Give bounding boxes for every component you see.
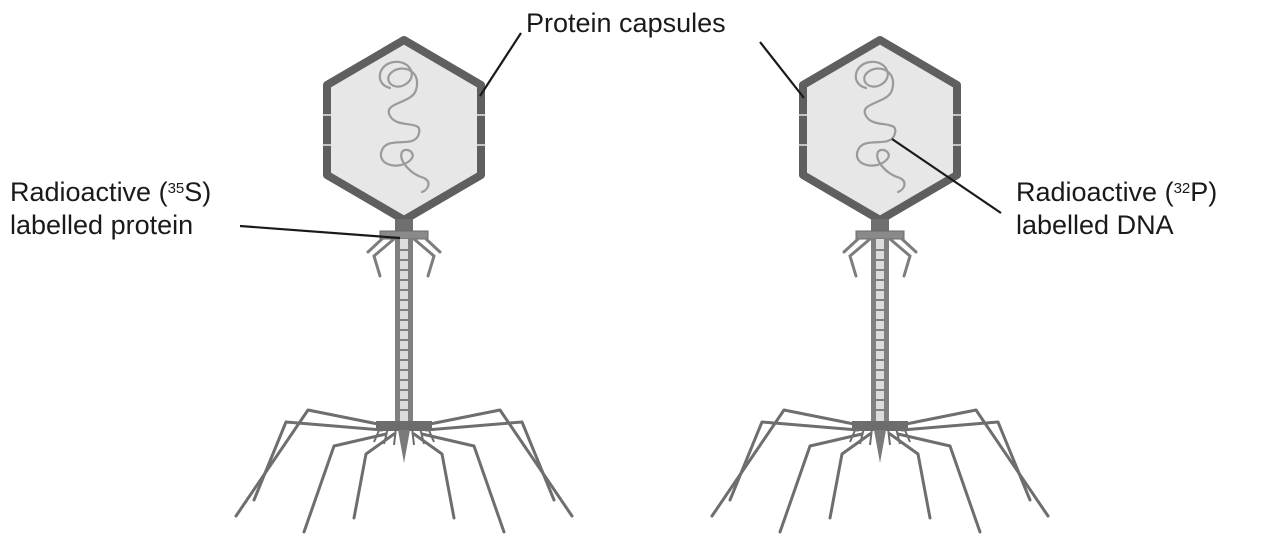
label-right-prefix: Radioactive ( (1016, 177, 1174, 207)
label-radioactive-protein: Radioactive (35S) labelled protein (10, 176, 211, 242)
label-right-isotope-mass: 32 (1174, 180, 1191, 197)
label-right-isotope-symbol: P) (1190, 177, 1217, 207)
leader-capsules-left (480, 33, 521, 96)
leader-capsules-right (760, 42, 804, 98)
label-radioactive-dna-line2: labelled DNA (1016, 209, 1217, 242)
label-left-isotope-symbol: S) (184, 177, 211, 207)
label-radioactive-dna-line1: Radioactive (32P) (1016, 176, 1217, 209)
label-left-prefix: Radioactive ( (10, 177, 168, 207)
label-protein-capsules: Protein capsules (526, 7, 726, 40)
phage-right (712, 40, 1048, 532)
label-left-isotope-mass: 35 (168, 180, 185, 197)
label-protein-capsules-text: Protein capsules (526, 8, 726, 38)
phage-left (236, 40, 572, 532)
label-radioactive-protein-line2: labelled protein (10, 209, 211, 242)
label-radioactive-protein-line1: Radioactive (35S) (10, 176, 211, 209)
leader-protein (240, 226, 400, 238)
label-radioactive-dna: Radioactive (32P) labelled DNA (1016, 176, 1217, 242)
